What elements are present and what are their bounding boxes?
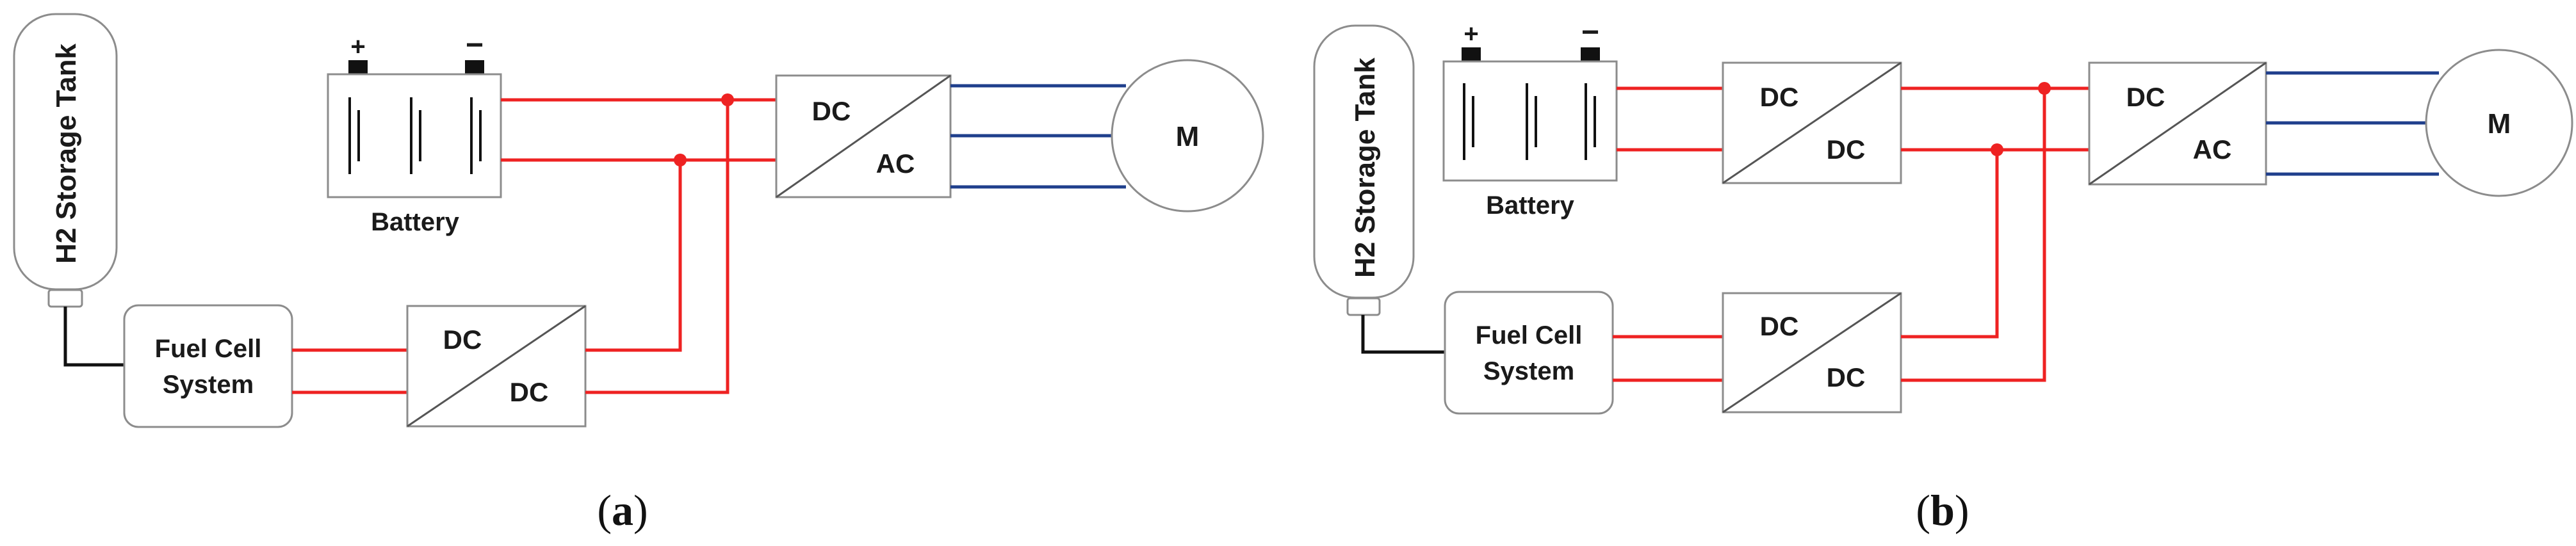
inverter-output-label: AC (2193, 134, 2232, 165)
battery-cells-icon (1463, 83, 1596, 160)
battery-cells-icon (348, 97, 482, 174)
caption-a-letter: a (612, 486, 633, 534)
fc-dcdc-to-bus-line-bottom (1901, 88, 2046, 382)
fuel-cell-label-line1: Fuel Cell (155, 335, 262, 363)
tank-label: H2 Storage Tank (51, 44, 82, 264)
fc-dcdc-to-bus-line-top (1901, 150, 1999, 339)
hydrogen-line (63, 307, 124, 367)
battery: + − Battery (1442, 15, 1618, 220)
battery-dcdc-converter: DC DC (1722, 61, 1902, 184)
fc-dcdc-converter: DC DC (1722, 292, 1902, 414)
inverter-diagonal (2089, 61, 2267, 186)
battery-body (1442, 60, 1618, 182)
panel-b: H2 Storage Tank Fuel Cell System DC DC +… (1313, 15, 2573, 534)
motor-label: M (1176, 121, 1200, 152)
caption-b-letter: b (1930, 486, 1955, 534)
fc-dcdc-output-label: DC (1827, 362, 1866, 392)
fc-dcdc-input-label: DC (1760, 311, 1799, 341)
motor: M (1111, 59, 1264, 213)
battery-label: Battery (371, 208, 460, 236)
fuel-cell-box (1444, 291, 1614, 415)
dcdc-diagonal (407, 305, 586, 428)
dcdc-output-label: DC (510, 377, 549, 407)
fuel-cell-label-line2: System (1483, 357, 1574, 385)
bus-junction-bottom (1991, 143, 2003, 156)
battery-dcdc-input-label: DC (1760, 82, 1799, 112)
battery-positive-terminal (1462, 47, 1481, 61)
bus-junction-bottom (674, 154, 687, 166)
battery: + − Battery (327, 28, 502, 236)
dcdc-to-bus-line-bottom (585, 100, 730, 394)
inverter-input-label: DC (2126, 82, 2165, 112)
dcdc-to-bus-line-top (585, 160, 682, 352)
battery-minus-sign: − (466, 28, 484, 62)
fuel-cell-label-line1: Fuel Cell (1476, 321, 1583, 349)
h2-storage-tank: H2 Storage Tank (1313, 24, 1415, 316)
battery-label: Battery (1486, 191, 1575, 220)
battery-dcdc-output-label: DC (1827, 134, 1866, 165)
battery-plus-sign: + (1463, 20, 1478, 48)
caption-b: (b) (1916, 486, 1969, 534)
motor-circle (1111, 59, 1264, 213)
bus-junction-top (2038, 82, 2051, 95)
battery-negative-terminal (465, 60, 484, 74)
battery-positive-terminal (348, 60, 368, 74)
inverter: DC AC (775, 74, 952, 198)
caption-a-open-paren: ( (597, 486, 612, 534)
motor: M (2425, 49, 2573, 197)
hydrogen-line (1361, 315, 1445, 354)
tank-valve (1346, 297, 1381, 316)
battery-negative-terminal (1581, 47, 1600, 61)
battery-minus-sign: − (1581, 15, 1599, 49)
motor-circle (2425, 49, 2573, 197)
h2-storage-tank: H2 Storage Tank (13, 13, 118, 308)
inverter: DC AC (2088, 61, 2267, 186)
panel-a: H2 Storage Tank Fuel Cell System DC DC + (13, 13, 1264, 534)
battery-plus-sign: + (350, 33, 365, 61)
dcdc-converter: DC DC (406, 305, 587, 428)
fc-dcdc-diagonal (1722, 292, 1902, 414)
caption-a-close-paren: ) (633, 486, 648, 534)
motor-label: M (2488, 108, 2511, 140)
fuel-cell-system: Fuel Cell System (123, 304, 293, 428)
caption-a: (a) (597, 486, 648, 534)
caption-b-close-paren: ) (1955, 486, 1969, 534)
battery-body (327, 73, 502, 198)
battery-dcdc-diagonal (1722, 61, 1902, 184)
caption-b-open-paren: ( (1916, 486, 1930, 534)
inverter-diagonal (776, 74, 951, 198)
tank-label: H2 Storage Tank (1349, 58, 1381, 278)
inverter-output-label: AC (876, 149, 915, 179)
fuel-cell-box (123, 304, 293, 428)
fuel-cell-system: Fuel Cell System (1444, 291, 1614, 415)
tank-valve (47, 289, 83, 308)
dcdc-input-label: DC (443, 325, 482, 355)
inverter-input-label: DC (812, 96, 851, 126)
fuel-cell-label-line2: System (163, 371, 254, 399)
bus-junction-top (721, 93, 734, 106)
